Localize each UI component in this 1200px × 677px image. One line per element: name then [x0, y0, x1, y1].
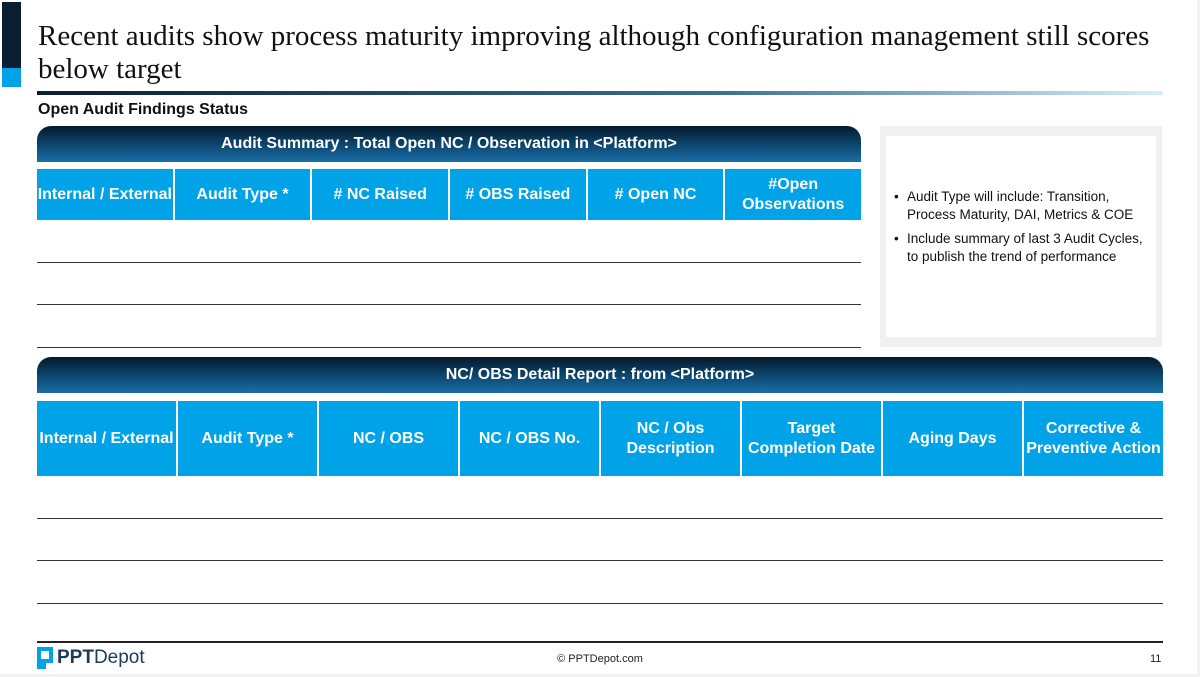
page-number: 11 — [1150, 653, 1162, 665]
summary-row-line — [37, 347, 861, 348]
footer-rule — [37, 641, 1163, 643]
section-subtitle: Open Audit Findings Status — [38, 101, 249, 118]
summary-row-line — [37, 304, 861, 305]
note-item: Audit Type will include: Transition, Pro… — [894, 188, 1150, 224]
logo: PPTDepot — [37, 647, 145, 669]
detail-col-header: NC / OBS — [319, 401, 458, 476]
title-rule — [37, 91, 1163, 95]
copyright: © PPTDepot.com — [557, 653, 643, 665]
detail-col-header: NC / OBS No. — [460, 401, 599, 476]
accent-bar-dark — [2, 2, 21, 68]
detail-col-header: Audit Type * — [178, 401, 317, 476]
page-title: Recent audits show process maturity impr… — [38, 20, 1150, 85]
detail-row-line — [37, 518, 1163, 519]
detail-col-header: Internal / External — [37, 401, 176, 476]
accent-bar-blue — [2, 68, 21, 87]
summary-band: Audit Summary : Total Open NC / Observat… — [37, 126, 861, 162]
summary-col-header: #Open Observations — [725, 169, 862, 220]
detail-header-row: Internal / External Audit Type * NC / OB… — [37, 401, 1163, 476]
detail-row-line — [37, 603, 1163, 604]
summary-header-row: Internal / External Audit Type * # NC Ra… — [37, 169, 862, 220]
detail-col-header: Target Completion Date — [742, 401, 881, 476]
note-item: Include summary of last 3 Audit Cycles, … — [894, 230, 1150, 266]
summary-col-header: # OBS Raised — [450, 169, 586, 220]
summary-col-header: # NC Raised — [312, 169, 449, 220]
logo-text-b: Depot — [93, 647, 145, 668]
logo-icon — [37, 647, 53, 669]
detail-col-header: NC / Obs Description — [601, 401, 740, 476]
summary-col-header: Audit Type * — [174, 169, 311, 220]
detail-band: NC/ OBS Detail Report : from <Platform> — [37, 357, 1163, 393]
detail-col-header: Aging Days — [883, 401, 1022, 476]
summary-row-line — [37, 262, 861, 263]
notes-box: Audit Type will include: Transition, Pro… — [880, 126, 1162, 347]
logo-text-a: PPT — [57, 647, 94, 668]
detail-row-line — [37, 560, 1163, 561]
summary-col-header: # Open NC — [587, 169, 724, 220]
summary-col-header: Internal / External — [37, 169, 173, 220]
detail-col-header: Corrective & Preventive Action — [1024, 401, 1163, 476]
